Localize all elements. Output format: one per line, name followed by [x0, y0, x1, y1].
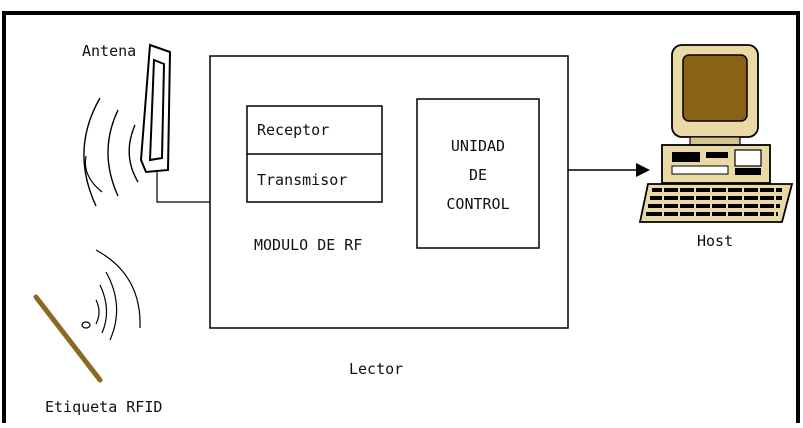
reader-label: Lector [349, 360, 404, 378]
computer-icon [638, 44, 794, 223]
antenna-label: Antena [82, 42, 137, 60]
arrow-head [636, 163, 650, 177]
outer-frame [2, 11, 800, 428]
control-unit-label-3: CONTROL [446, 195, 510, 213]
rf-module-label: MODULO DE RF [254, 236, 363, 254]
tag-label: Etiqueta RFID [45, 398, 163, 416]
transmisor-label: Transmisor [257, 171, 348, 189]
host-label: Host [697, 232, 734, 250]
control-unit-label-2: DE [468, 166, 488, 184]
reader-box [209, 55, 569, 329]
antenna-icon [83, 43, 172, 207]
control-unit-box [416, 98, 540, 249]
rfid-tag-icon [33, 249, 141, 383]
control-unit-label-1: UNIDAD [450, 137, 506, 155]
receptor-label: Receptor [257, 121, 330, 139]
antenna-connector [156, 172, 210, 203]
